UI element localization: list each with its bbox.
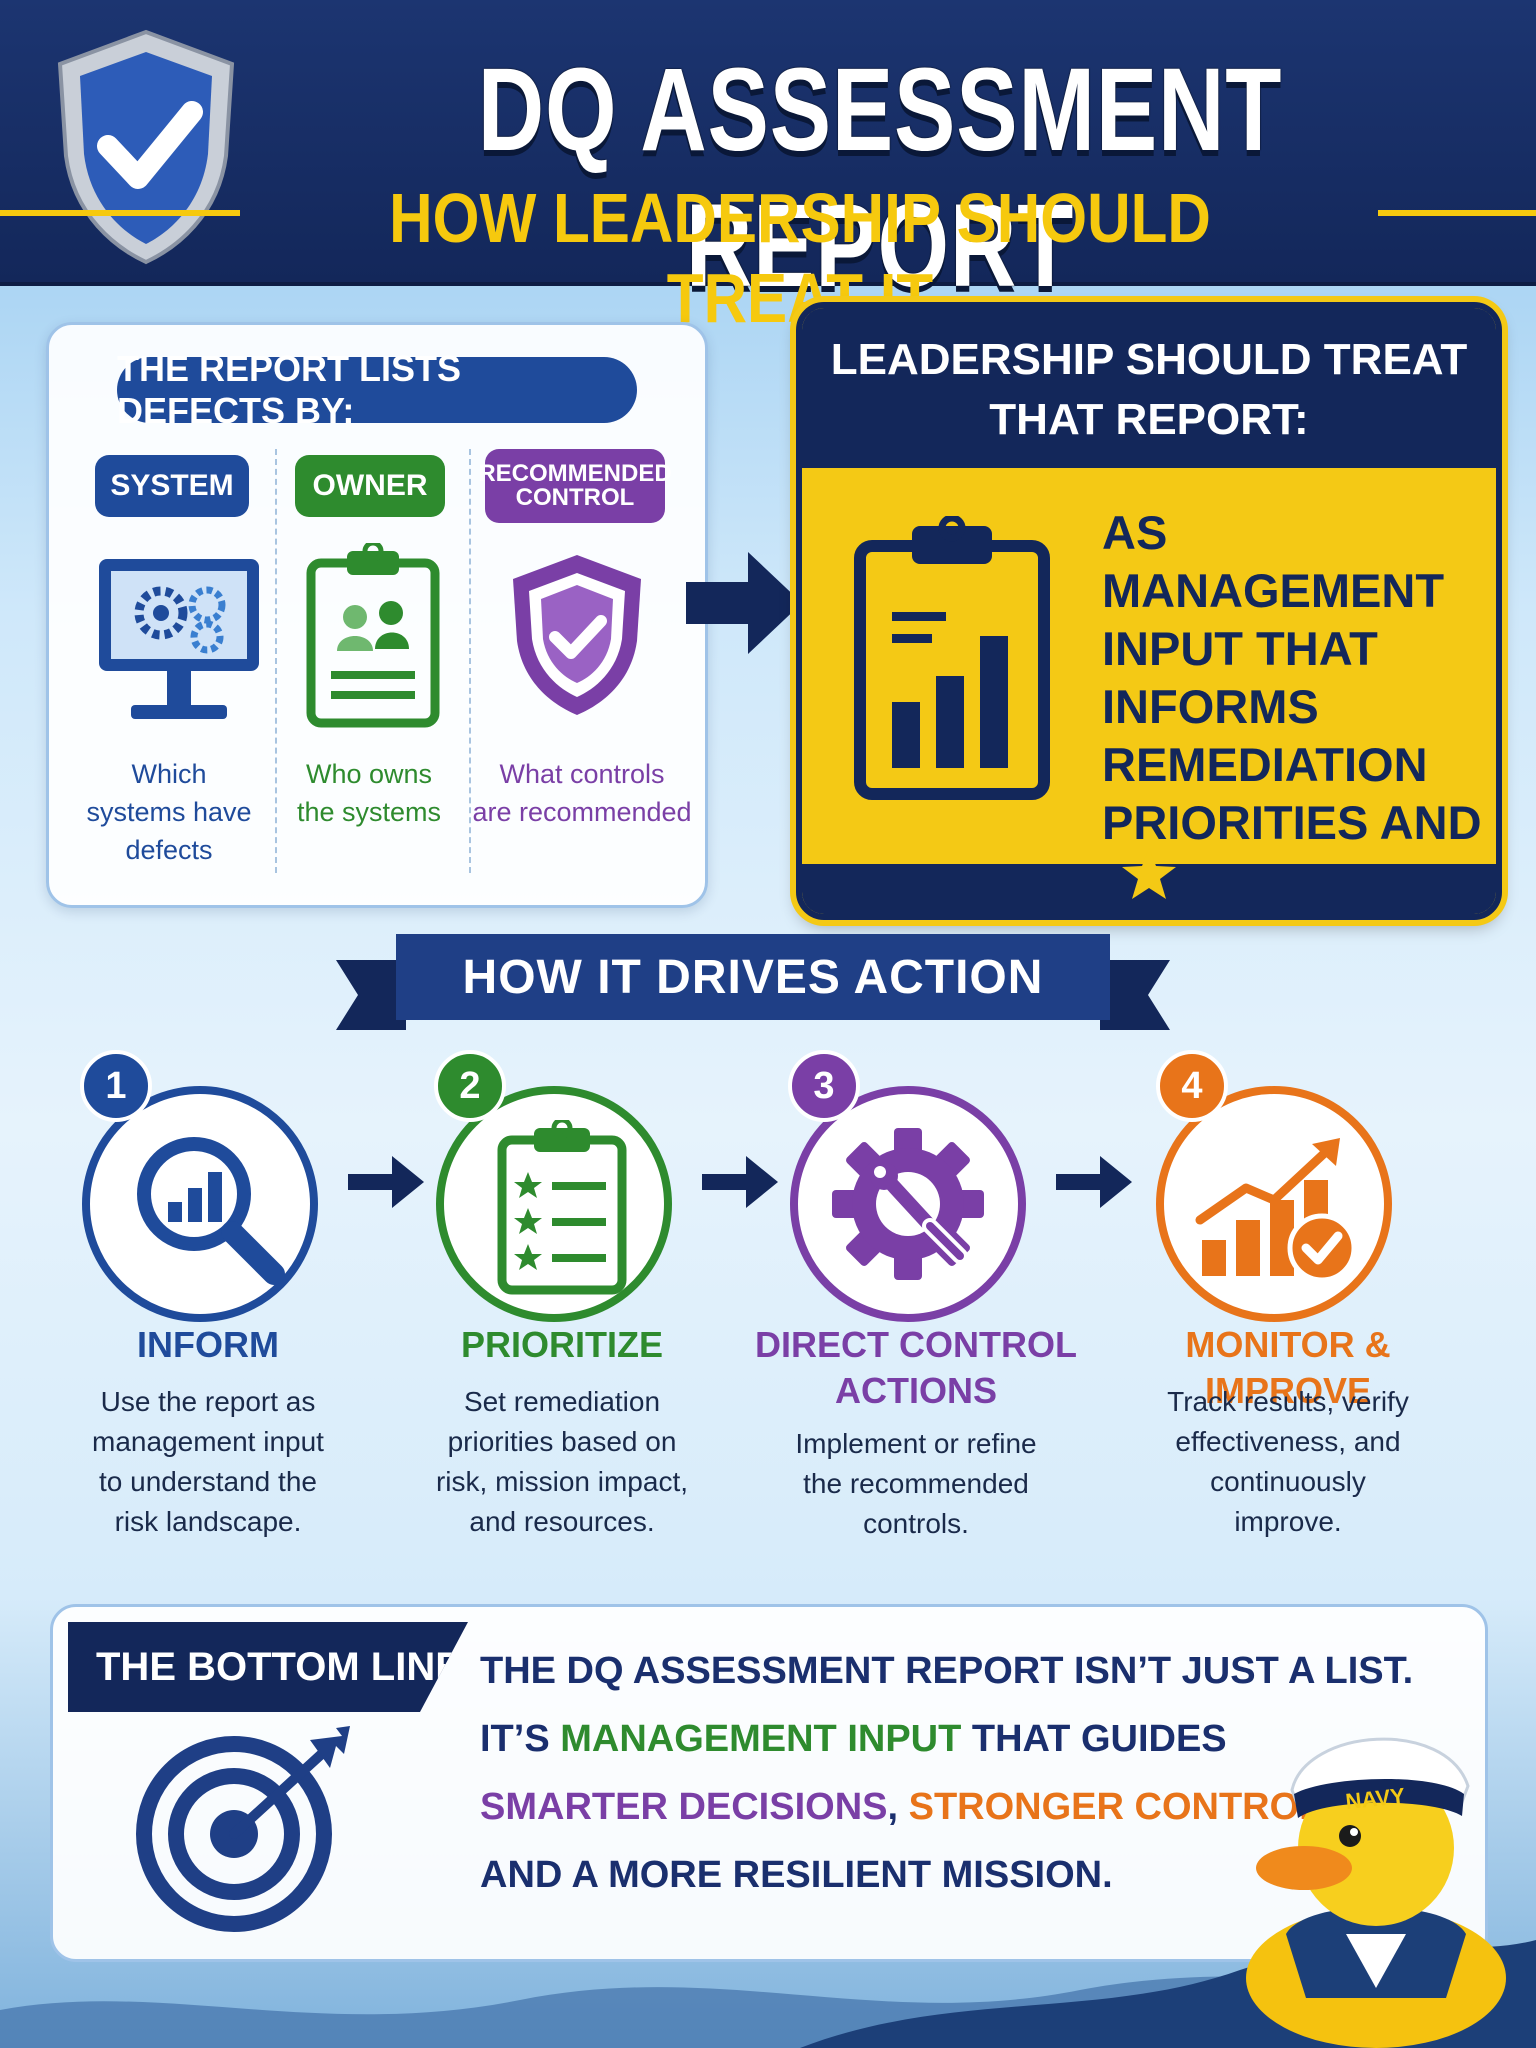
shield-check-icon xyxy=(513,555,641,715)
control-description: What controls are recommended xyxy=(472,759,692,827)
arrow-right-icon xyxy=(348,1156,424,1208)
defects-panel: THE REPORT LISTS DEFECTS BY: SYSTEM Whic… xyxy=(46,322,708,908)
arrow-right-icon xyxy=(686,552,802,654)
mascot-hat-label: NAVY xyxy=(1344,1783,1406,1814)
ribbon-right-tail xyxy=(1100,960,1170,1030)
step-1-description: Use the report as management input to un… xyxy=(92,1386,324,1537)
step-2-title: PRIORITIZE xyxy=(460,1324,663,1365)
ribbon-left-tail xyxy=(336,960,406,1030)
step-2-number: 2 xyxy=(434,1050,506,1122)
step-1-title: INFORM xyxy=(137,1324,279,1365)
magnifier-chart-icon xyxy=(137,1137,285,1285)
step-4-description: Track results, verify effectiveness, and… xyxy=(1167,1386,1409,1537)
step-1-number: 1 xyxy=(80,1050,152,1122)
clipboard-person-icon xyxy=(306,543,440,728)
owner-description: Who owns the systems xyxy=(296,759,442,827)
column-divider xyxy=(469,449,471,873)
bottom-line-text-4: AND A MORE RESILIENT MISSION. xyxy=(480,1854,1113,1896)
section-banner-how-it-drives-action: HOW IT DRIVES ACTION xyxy=(396,934,1110,1020)
step-4-title: MONITOR & IMPROVE xyxy=(1185,1324,1391,1411)
step-3-description: Implement or refine the recommended cont… xyxy=(795,1428,1037,1539)
bottom-line-text-1: THE DQ ASSESSMENT REPORT ISN’T JUST A LI… xyxy=(480,1650,1414,1692)
arrow-right-icon xyxy=(702,1156,778,1208)
bottom-line-text-2: IT’S MANAGEMENT INPUT THAT GUIDES xyxy=(480,1718,1227,1760)
step-4-number: 4 xyxy=(1156,1050,1228,1122)
step-1-circle xyxy=(82,1086,318,1322)
star-icon xyxy=(1122,848,1176,899)
bottom-line-tag: THE BOTTOM LINE xyxy=(68,1622,468,1712)
step-2-circle xyxy=(436,1086,672,1322)
page-title: DQ ASSESSMENT REPORT xyxy=(477,44,1283,312)
defects-panel-title: THE REPORT LISTS DEFECTS BY: xyxy=(117,348,637,431)
system-description: Which systems have defects xyxy=(86,759,252,865)
navy-duck-mascot-icon: NAVY xyxy=(1246,1737,1506,2048)
treat-panel-heading: LEADERSHIP SHOULD TREAT THAT REPORT: xyxy=(802,308,1496,468)
step-3-title: DIRECT CONTROL ACTIONS xyxy=(755,1324,1077,1411)
clipboard-chart-icon xyxy=(854,516,1050,800)
target-arrow-icon xyxy=(136,1726,350,1932)
bottom-line-text-3: SMARTER DECISIONS, STRONGER CONTROLS, xyxy=(480,1786,1358,1828)
step-4-circle xyxy=(1156,1086,1392,1322)
step-3-circle xyxy=(790,1086,1026,1322)
system-pill: SYSTEM xyxy=(95,455,249,517)
page-subtitle: HOW LEADERSHIP SHOULD TREAT IT xyxy=(389,179,1211,337)
gold-rule-left xyxy=(0,210,240,216)
column-divider xyxy=(275,449,277,873)
leadership-treat-panel: LEADERSHIP SHOULD TREAT THAT REPORT: AS … xyxy=(796,302,1502,920)
chart-growth-check-icon xyxy=(1195,1138,1357,1283)
header-banner: DQ ASSESSMENT REPORT HOW LEADERSHIP SHOU… xyxy=(0,0,1536,337)
gold-rule-right xyxy=(1378,210,1536,216)
computer-gears-icon xyxy=(99,559,259,719)
gear-wrench-icon xyxy=(832,1128,984,1280)
arrow-right-icon xyxy=(1056,1156,1132,1208)
owner-pill: OWNER xyxy=(295,455,445,517)
shield-check-logo-icon xyxy=(57,29,235,265)
step-2-description: Set remediation priorities based on risk… xyxy=(435,1386,689,1537)
clipboard-stars-icon xyxy=(497,1120,627,1295)
step-3-number: 3 xyxy=(788,1050,860,1122)
